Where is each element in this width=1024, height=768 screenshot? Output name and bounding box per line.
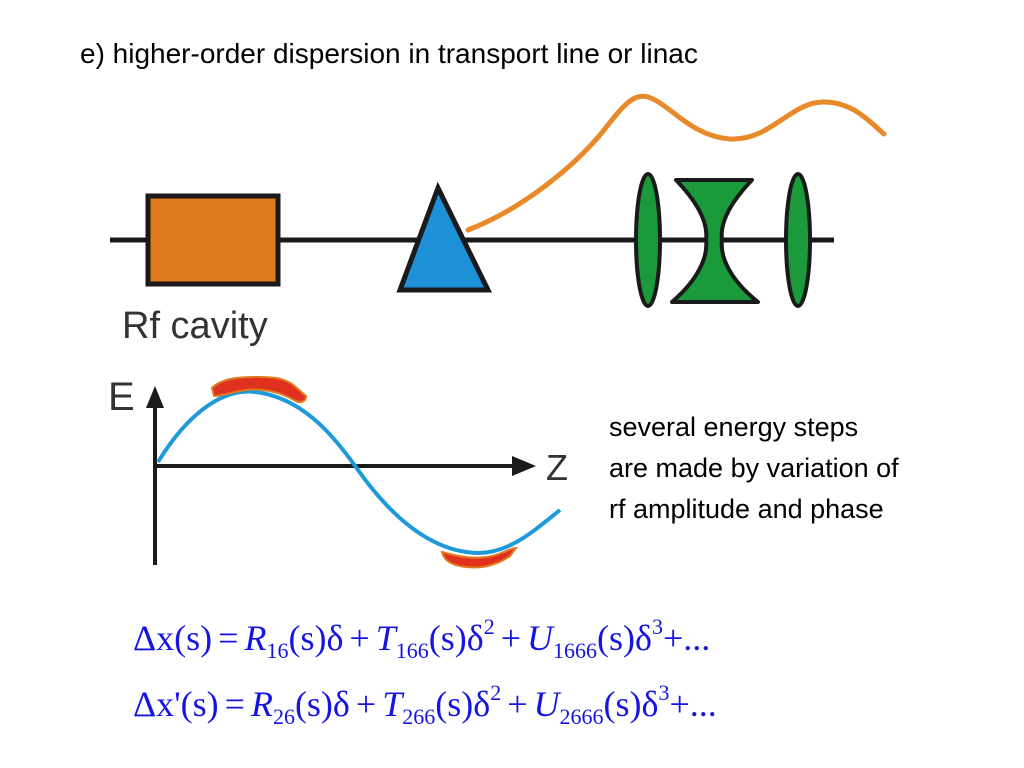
equation-dx-prime: Δx'(s)=R26(s)δ+T266(s)δ2+U2666(s)δ3+... [133,680,717,729]
focusing-quadrupole-right [784,172,812,308]
eq1-t-sub: 166 [395,638,429,663]
eq2-u-pow: 3 [658,680,670,705]
beam-envelope-curve [465,93,887,233]
note-line-3: rf amplitude and phase [609,494,884,524]
note-line-1: several energy steps [609,412,859,442]
eq1-u-sub: 1666 [553,638,598,663]
beamline-diagram: Rf cavity E Z [108,93,887,569]
eq1-r-coef: R [244,618,267,658]
eq1-t-pow: 2 [483,614,495,639]
defocusing-quadrupole [670,178,760,304]
eq1-t-tail: (s)δ [428,618,484,658]
eq2-r-sub: 26 [272,704,295,729]
eq1-ellipsis: +... [662,618,711,658]
note-line-2: are made by variation of [609,453,899,483]
eq2-t-pow: 2 [490,680,502,705]
focusing-quadrupole-left [634,172,662,308]
z-axis-label: Z [546,447,568,488]
z-axis-arrowhead [512,456,536,476]
eq2-t-tail: (s)δ [435,684,491,724]
eq2-t-coef: T [382,684,403,724]
energy-axis-label: E [108,375,135,419]
dipole-magnet [396,181,493,293]
bunch-trough [440,546,519,569]
eq2-u-tail: (s)δ [603,684,659,724]
eq1-u-coef: U [527,618,554,658]
rf-cavity-box [145,193,281,287]
eq2-lhs: Δx'(s) [133,684,219,724]
energy-axis-arrowhead [146,386,164,408]
eq2-r-coef: R [250,684,273,724]
eq1-u-tail: (s)δ [597,618,652,658]
eq2-ellipsis: +... [669,684,717,724]
equation-dx: Δx(s)=R16(s)δ+T166(s)δ2+U1666(s)δ3+... [133,614,711,663]
eq2-u-coef: U [533,684,560,724]
bunch-crest [210,375,308,404]
slide-title: e) higher-order dispersion in transport … [80,38,698,69]
rf-sine-wave [156,389,562,556]
eq1-t-coef: T [375,618,396,658]
eq2-r-tail: (s)δ [294,684,350,724]
rf-cavity-label: Rf cavity [122,305,268,347]
eq2-u-sub: 2666 [559,704,604,729]
eq1-r-sub: 16 [266,638,289,663]
eq1-r-tail: (s)δ [288,618,344,658]
eq1-lhs: Δx(s) [133,618,213,658]
eq1-u-pow: 3 [651,614,663,639]
eq2-t-sub: 266 [402,704,436,729]
